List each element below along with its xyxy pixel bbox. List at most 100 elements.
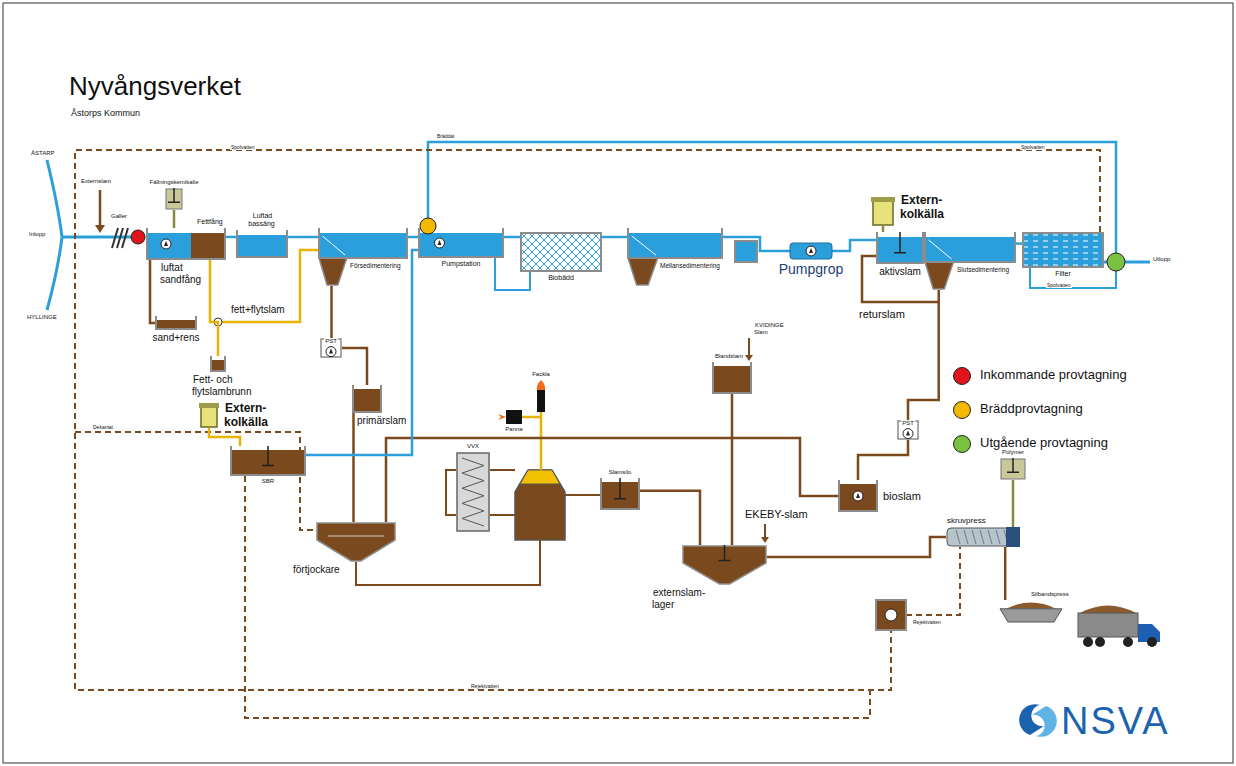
label-slot: EKEBY-slam (744, 508, 809, 521)
text-slot: Pumpstation (441, 260, 482, 268)
shape-part (790, 243, 832, 259)
shape-part (537, 390, 545, 412)
label-slot: fett+flytslam (230, 304, 286, 316)
outlet-pipe (1104, 261, 1150, 264)
unit-shape (198, 402, 220, 428)
shape-part (147, 228, 225, 259)
shape-part (632, 236, 656, 255)
shape-part (199, 403, 219, 408)
process-unit: PST (320, 338, 342, 358)
label-slot: HYLLINGE (26, 314, 58, 321)
shape-part (164, 241, 168, 246)
unit-label: Fällningskemikalie (148, 179, 199, 185)
process-unit: Panna (506, 410, 522, 424)
unit-shape (352, 385, 382, 413)
text-slot: Silbandspress (1030, 591, 1070, 598)
text-slot: Extern- kolkälla (900, 194, 956, 222)
legend-text: Inkommande provtagning (979, 367, 1128, 382)
sludge-pipe (748, 338, 750, 356)
pump-well (735, 241, 757, 262)
unit-label: Pumpstation (441, 260, 482, 267)
unit-shape (1000, 458, 1026, 480)
label-slot: Galler (110, 213, 128, 220)
process-unit: Slamsilo (600, 478, 640, 510)
unit-shape (838, 480, 878, 512)
unit-shape (230, 446, 306, 476)
pipe-connector (209, 428, 240, 446)
legend-swatch (953, 367, 971, 385)
process-unit: SBR (230, 446, 306, 476)
label-slot: Spolvatten (1046, 283, 1072, 289)
text-slot: bioslam (882, 490, 922, 503)
legend-text-slot: Inkommande provtagning (979, 368, 1128, 383)
text-slot: externslam- lager (652, 587, 714, 610)
process-unit: luftat sandfångFettfång (146, 228, 226, 260)
shape-part (1006, 602, 1056, 608)
legend-swatch (953, 435, 971, 453)
plant-label: KVIDINGE Slam (754, 322, 784, 335)
unit-shape (520, 232, 602, 272)
process-unit: förtjockare (316, 522, 396, 562)
pipe-connector (330, 286, 333, 338)
text-slot: Fällningskemikalie (148, 179, 199, 186)
unit-shape (316, 522, 396, 562)
shape-part (262, 446, 274, 466)
label-slot: ÅSTARP (30, 150, 56, 157)
label-slot: Spolvatten (1020, 145, 1046, 151)
shape-part (419, 233, 503, 257)
unit-shape (876, 232, 924, 264)
pipe-connector (226, 236, 236, 239)
label-slot: KVIDINGE Slam (754, 322, 794, 336)
unit-shape (165, 188, 183, 210)
pipe-connector (882, 226, 885, 232)
process-unit: Fett- och flytslambrunn (210, 356, 226, 372)
legend-text-slot: Bräddprovtagning (979, 402, 1084, 417)
pipe-connector (602, 236, 627, 239)
shape-part (947, 528, 1019, 546)
plant-label: Rejektvatten (912, 619, 942, 625)
sludge-pipe (99, 190, 102, 226)
flow-arrow (745, 355, 753, 361)
unit-label: Panna (504, 426, 523, 432)
digester (515, 470, 565, 540)
inlet-pipe (47, 160, 131, 310)
shape-part (166, 189, 182, 209)
shape-part (719, 545, 731, 561)
label-slot: Externslam (80, 178, 112, 185)
shape-part (856, 493, 860, 498)
process-unit: Pumpgrop (790, 243, 832, 259)
shape-part (319, 228, 407, 258)
shape-part (353, 385, 381, 412)
shape-part (201, 407, 217, 427)
process-unit: Försedimentering (318, 228, 408, 286)
shape-part (628, 258, 658, 285)
shape-part (1001, 459, 1025, 479)
process-unit: aktivslam (876, 232, 924, 264)
shape-part (321, 339, 341, 357)
reject-pump-tank (876, 600, 906, 630)
text-slot: PST (324, 338, 338, 345)
unit-label: Silbandspress (1030, 591, 1070, 597)
unit-label: Pumpgrop (778, 261, 845, 277)
shape-part (1023, 233, 1103, 267)
shape-part (1000, 609, 1062, 622)
shape-part (211, 356, 225, 371)
process-unit: externslam- lager (682, 545, 767, 585)
unit-label: Biobädd (547, 274, 575, 281)
legend-swatch (953, 401, 971, 419)
unit-label: sand+rens (152, 332, 201, 343)
plant-label: Bräddat (436, 133, 456, 139)
shape-part (323, 236, 346, 255)
label-slot: Rejektvatten (912, 620, 942, 626)
title: Nyvångsverket (68, 71, 242, 101)
text-slot: Filter (1054, 270, 1072, 278)
shape-part (1006, 527, 1020, 547)
shape-part (853, 491, 863, 501)
unit-shape (318, 228, 408, 286)
unit-shape (506, 410, 522, 424)
unit-label: Extern- kolkälla (900, 193, 945, 221)
text-slot: luftat sandfång (160, 262, 206, 285)
shape-part (898, 421, 918, 439)
